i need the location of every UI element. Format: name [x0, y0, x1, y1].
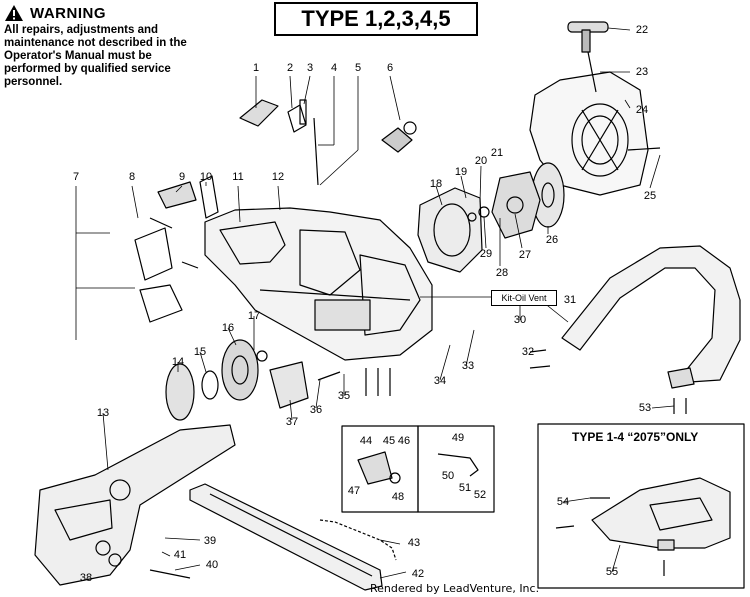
callout-11[interactable]: 11: [232, 171, 244, 183]
callout-45[interactable]: 45: [382, 435, 396, 447]
callout-12[interactable]: 12: [271, 171, 285, 183]
callout-3[interactable]: 3: [306, 62, 314, 74]
callout-30[interactable]: 30: [513, 314, 527, 326]
guide-bar: [189, 483, 383, 591]
callout-50[interactable]: 50: [441, 470, 455, 482]
callout-24[interactable]: 24: [635, 104, 649, 116]
callout-14[interactable]: 14: [171, 356, 185, 368]
callout-19[interactable]: 19: [454, 166, 468, 178]
starter-handle: [567, 21, 609, 93]
callout-35[interactable]: 35: [337, 390, 351, 402]
callout-43[interactable]: 43: [407, 537, 421, 549]
callout-54[interactable]: 54: [556, 496, 570, 508]
callout-1[interactable]: 1: [252, 62, 260, 74]
left-small-parts: [134, 175, 219, 323]
callout-48[interactable]: 48: [391, 491, 405, 503]
callout-40[interactable]: 40: [205, 559, 219, 571]
saw-chain: [319, 519, 397, 561]
callout-13[interactable]: 13: [96, 407, 110, 419]
flywheel: [417, 171, 541, 273]
callout-49[interactable]: 49: [451, 432, 465, 444]
warning-title: WARNING: [30, 4, 106, 22]
callout-6[interactable]: 6: [386, 62, 394, 74]
callout-9[interactable]: 9: [178, 171, 186, 183]
callout-44[interactable]: 44: [359, 435, 373, 447]
warning-triangle-icon: [5, 5, 23, 21]
leader-lines: [75, 27, 675, 579]
starter-housing: [529, 71, 649, 196]
callout-16[interactable]: 16: [221, 322, 235, 334]
callout-33[interactable]: 33: [461, 360, 475, 372]
callout-18[interactable]: 18: [429, 178, 443, 190]
kit-label: Kit-Oil Vent: [491, 290, 557, 306]
callout-47[interactable]: 47: [347, 485, 361, 497]
callout-46[interactable]: 46: [397, 435, 411, 447]
render-credit: Rendered by LeadVenture, Inc.: [370, 582, 540, 595]
callout-34[interactable]: 34: [433, 375, 447, 387]
inset-box: [537, 423, 745, 589]
callout-36[interactable]: 36: [309, 404, 323, 416]
engine-body: [204, 207, 433, 361]
callout-39[interactable]: 39: [203, 535, 217, 547]
callout-29[interactable]: 29: [479, 248, 493, 260]
callout-27[interactable]: 27: [518, 249, 532, 261]
callout-5[interactable]: 5: [354, 62, 362, 74]
callout-25[interactable]: 25: [643, 190, 657, 202]
clutch-parts: [165, 339, 309, 421]
front-handle: [561, 245, 741, 389]
callout-51[interactable]: 51: [458, 482, 472, 494]
callout-37[interactable]: 37: [285, 416, 299, 428]
warning-header: WARNING: [4, 4, 204, 22]
callout-32[interactable]: 32: [521, 346, 535, 358]
warning-text: All repairs, adjustments and maintenance…: [4, 24, 187, 88]
callout-2[interactable]: 2: [286, 62, 294, 74]
callout-26[interactable]: 26: [545, 234, 559, 246]
callout-4[interactable]: 4: [330, 62, 338, 74]
callout-15[interactable]: 15: [193, 346, 207, 358]
kit-boxes: [341, 425, 495, 513]
top-small-parts: [239, 99, 417, 186]
callout-41[interactable]: 41: [173, 549, 187, 561]
callout-42[interactable]: 42: [411, 568, 425, 580]
clutch-cover: [34, 424, 236, 586]
callout-8[interactable]: 8: [128, 171, 136, 183]
callout-7[interactable]: 7: [72, 171, 80, 183]
type-label: TYPE 1,2,3,4,5: [274, 2, 478, 36]
callout-55[interactable]: 55: [605, 566, 619, 578]
callout-28[interactable]: 28: [495, 267, 509, 279]
callout-38[interactable]: 38: [79, 572, 93, 584]
callout-23[interactable]: 23: [635, 66, 649, 78]
callout-20[interactable]: 20: [474, 155, 488, 167]
callout-52[interactable]: 52: [473, 489, 487, 501]
callout-10[interactable]: 10: [199, 171, 213, 183]
inset-label: TYPE 1-4 “2075”ONLY: [572, 430, 699, 444]
callout-21[interactable]: 21: [490, 147, 504, 159]
callout-22[interactable]: 22: [635, 24, 649, 36]
callout-53[interactable]: 53: [638, 402, 652, 414]
callout-17[interactable]: 17: [247, 310, 261, 322]
callout-31[interactable]: 31: [563, 294, 577, 306]
warning-block: WARNING All repairs, adjustments and mai…: [4, 4, 204, 89]
